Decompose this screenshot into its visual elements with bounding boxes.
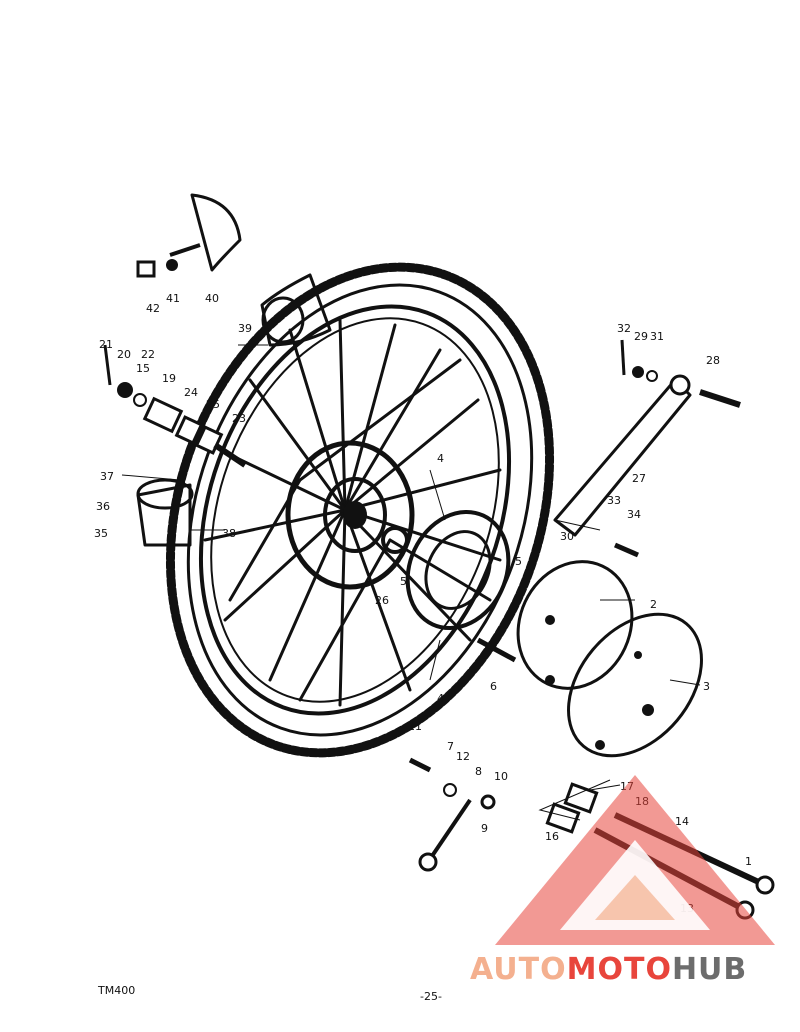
watermark-auto: AUTO [470,952,567,987]
callout-36: 36 [96,500,110,513]
callout-42: 42 [146,302,160,315]
callout-3: 3 [703,680,710,693]
cam-lever [408,757,496,872]
callout-labels: 1 2 3 4 4 5 5 6 7 8 9 10 11 12 13 14 15 … [94,292,752,915]
callout-27: 27 [632,472,646,485]
callout-15: 15 [136,362,150,375]
callout-33: 33 [607,494,621,507]
callout-32: 32 [617,322,631,335]
watermark-moto: MOTO [566,952,672,987]
bolt-6 [476,637,517,663]
callout-21: 21 [99,338,113,351]
callout-30: 30 [560,530,574,543]
callout-41: 41 [166,292,180,305]
callout-12: 12 [456,750,470,763]
callout-22: 22 [141,348,155,361]
callout-2: 2 [650,598,657,611]
callout-26: 26 [375,594,389,607]
callout-29: 29 [634,330,648,343]
callout-35: 35 [94,527,108,540]
callout-5a: 5 [515,555,522,568]
callout-23: 23 [232,412,246,425]
callout-37: 37 [100,470,114,483]
callout-7: 7 [447,740,454,753]
automotohub-logo-icon [495,775,775,945]
axle-spacers [103,344,247,468]
callout-31: 31 [650,330,664,343]
callout-8: 8 [475,765,482,778]
callout-10: 10 [494,770,508,783]
callout-14: 14 [675,815,689,828]
callout-11: 11 [408,720,422,733]
callout-1: 1 [745,855,752,868]
callout-28: 28 [706,354,720,367]
tube-bottom [136,478,194,547]
model-code: TM400 [98,984,136,997]
speedo-drive [136,193,242,278]
callout-38: 38 [222,527,236,540]
callout-4b: 4 [437,692,444,705]
watermark-text: AUTOMOTOHUB [470,952,747,987]
torque-arm [553,374,692,537]
callout-9: 9 [481,822,488,835]
callout-39: 39 [238,322,252,335]
leader-lines [121,344,701,821]
callout-20: 20 [117,348,131,361]
bolt-28 [699,389,741,408]
bolt-34 [614,542,639,558]
callout-34: 34 [627,508,641,521]
callout-6: 6 [490,680,497,693]
bolt-32-nuts [620,339,658,382]
callout-16: 16 [545,830,559,843]
brake-panel [567,612,703,758]
callout-4a: 4 [437,452,444,465]
callout-25: 25 [206,398,220,411]
brake-shoes [381,509,511,631]
hub [285,440,415,590]
bushings [545,782,599,834]
brake-plate [516,560,634,690]
watermark-hub: HUB [671,952,748,987]
callout-40: 40 [205,292,219,305]
callout-5b: 5 [400,575,407,588]
callout-24: 24 [184,386,198,399]
page-number: -25- [420,990,442,1003]
tube-top [260,273,332,347]
callout-19: 19 [162,372,176,385]
